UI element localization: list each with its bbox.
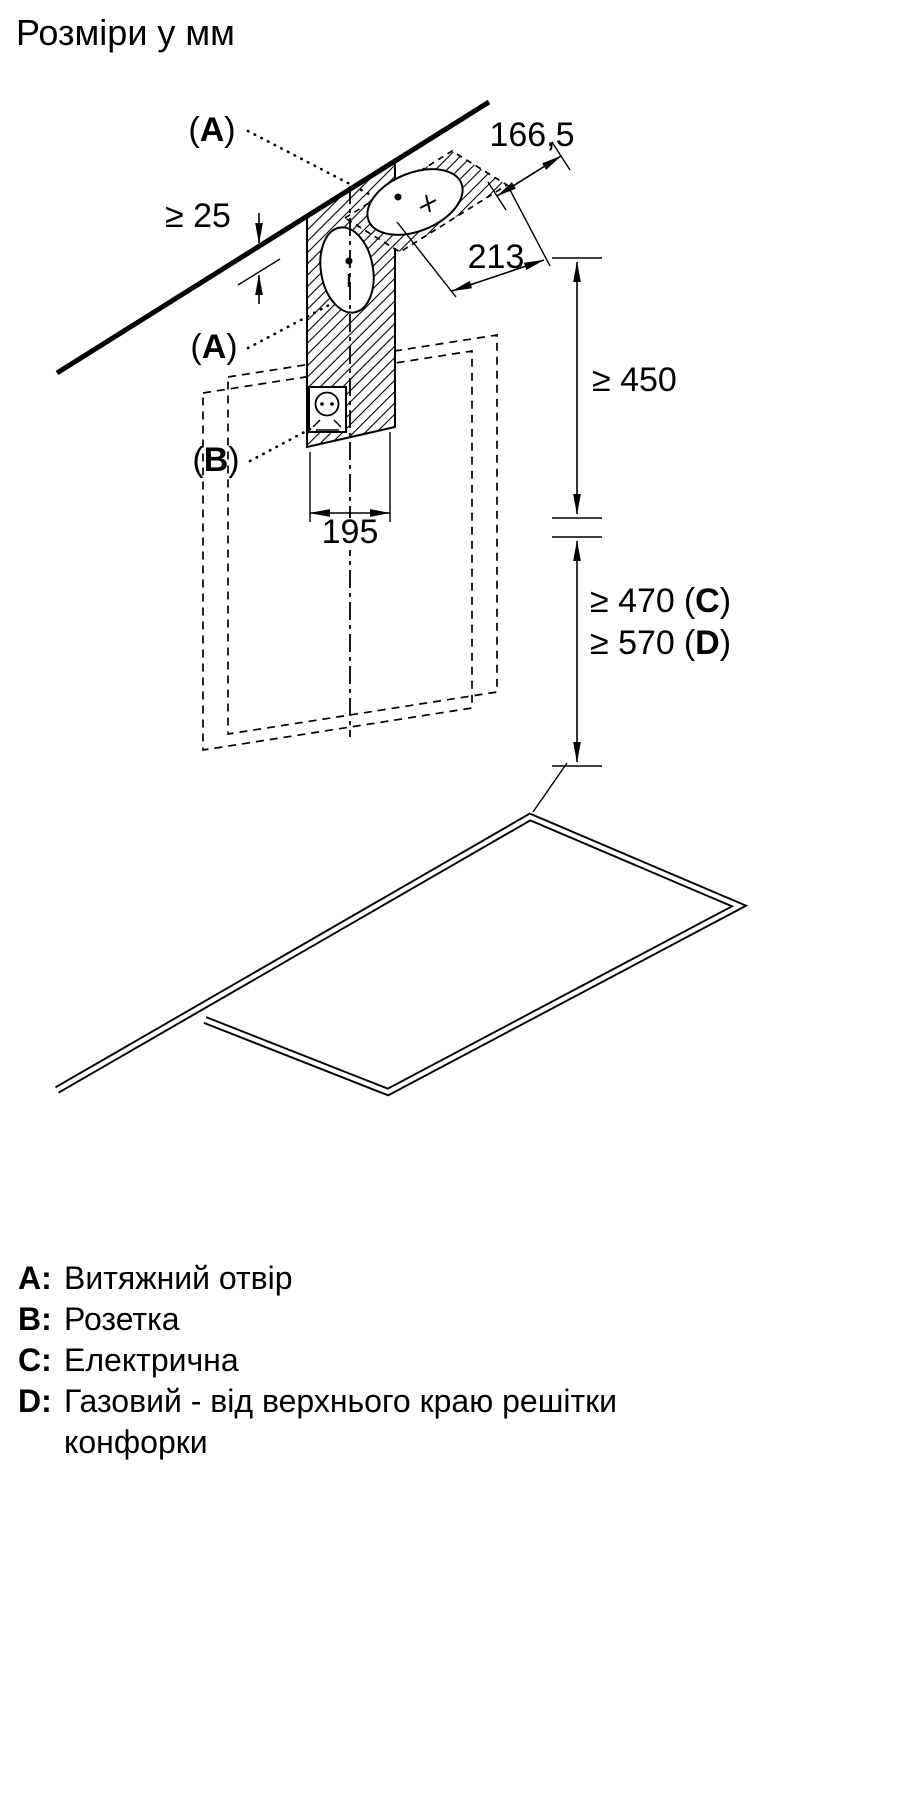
callout-leader-lines [246,129,371,463]
callout-a-top: (A) [188,111,235,149]
legend-key-d: D: [18,1382,52,1419]
callout-a-mid: (A) [190,328,237,366]
dimension-electric-min-label: ≥ 470(C) [590,582,731,620]
callout-b: (B) [192,441,239,479]
ceiling-line [55,99,491,376]
ceiling-duct-hole [366,168,464,236]
legend-key-b: B: [18,1300,52,1337]
legend-row-a: A: Витяжний отвір [18,1258,838,1299]
dimension-wall-min [552,257,602,519]
legend-key-a: A: [18,1260,52,1296]
legend-key-c: C: [18,1341,52,1378]
dimension-cover-width-label: 213 [468,238,525,276]
legend-row-c: C: Електрична [18,1340,838,1381]
dimension-ceiling-distance [237,213,281,304]
dimension-cover-side [487,141,571,211]
dimension-hob-clearance [532,536,602,813]
dimension-cover-side-label: 166,5 [489,116,574,154]
power-socket-icon [308,386,347,433]
dimension-duct-cutout [309,432,391,522]
page-title: Розміри у мм [16,12,235,53]
legend-text-c: Електрична [64,1341,239,1378]
legend-text-a: Витяжний отвір [64,1260,293,1296]
dimension-wall-min-label: ≥ 450 [592,361,677,399]
dimension-duct-cutout-label: 195 [322,513,379,551]
legend-row-d: D: Газовий - від верхнього краю решітки … [18,1381,838,1463]
dimension-gas-min-label: ≥ 570(D) [590,624,731,662]
legend-text-d: Газовий - від верхнього краю решітки кон… [64,1382,617,1460]
dimension-cover-width [396,187,551,298]
legend: A: Витяжний отвір B: Розетка C: Електрич… [18,1258,838,1463]
dimension-ceiling-distance-label: ≥ 25 [165,197,231,235]
dimension-duct-cutout-mask [317,518,383,550]
legend-row-b: B: Розетка [18,1299,838,1340]
installation-diagram: 166,5 213 ≥ 25 ≥ 450 195 [55,99,749,1097]
cooktop-outline [55,812,749,1097]
legend-text-b: Розетка [64,1300,180,1337]
